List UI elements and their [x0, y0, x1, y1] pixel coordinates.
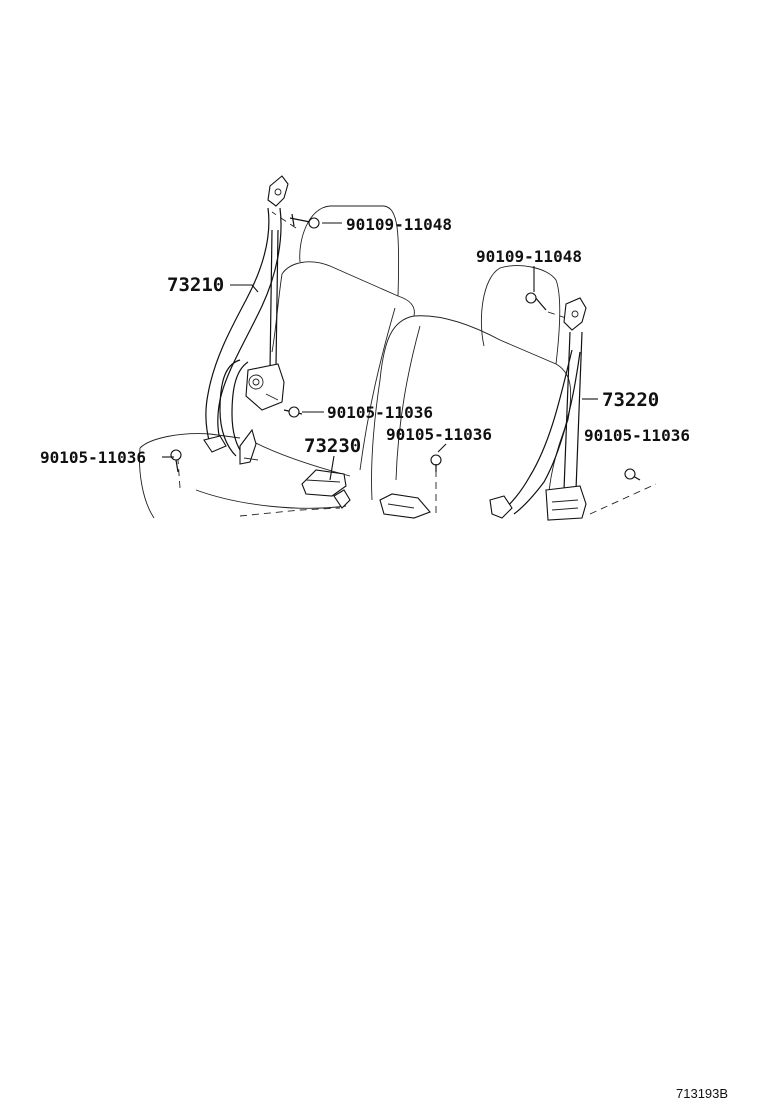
left-seat-belt — [203, 175, 289, 465]
bolt-right — [624, 468, 641, 481]
bolt-top-right — [525, 292, 547, 311]
label-bolt-top-left: 90109-11048 — [346, 215, 452, 234]
bolt-top-left — [289, 213, 320, 229]
label-buckle-center: 73230 — [304, 435, 361, 457]
right-seat-belt — [489, 297, 587, 521]
bolt-mid-left — [283, 406, 303, 418]
label-bolt-mid-left: 90105-11036 — [327, 403, 433, 422]
label-belt-right: 73220 — [602, 389, 659, 411]
seat-outline — [139, 205, 657, 519]
label-belt-left: 73210 — [167, 274, 224, 296]
leader-lines — [162, 222, 598, 481]
bolt-far-left — [170, 449, 182, 473]
label-bolt-center: 90105-11036 — [386, 425, 492, 444]
center-buckle — [301, 469, 431, 519]
bolt-center — [430, 454, 442, 472]
label-bolt-far-left: 90105-11036 — [40, 448, 146, 467]
diagram-code: 713193B — [676, 1086, 728, 1101]
label-bolt-right: 90105-11036 — [584, 426, 690, 445]
label-bolt-top-right: 90109-11048 — [476, 247, 582, 266]
